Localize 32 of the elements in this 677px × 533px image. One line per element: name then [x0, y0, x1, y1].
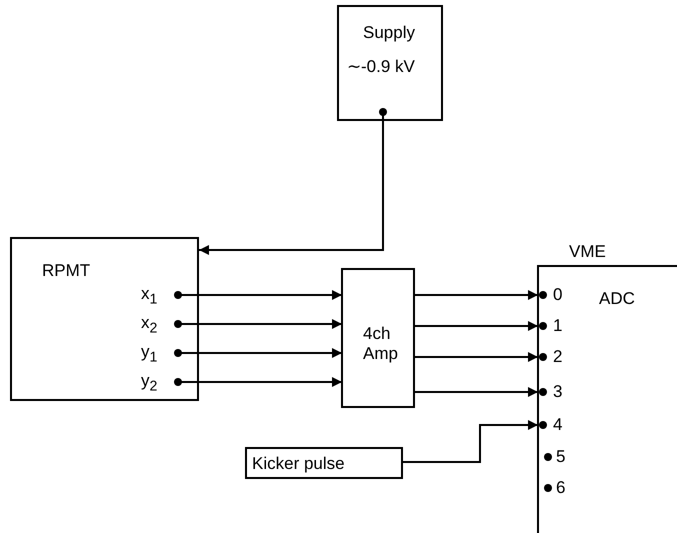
- channel-number: 5: [556, 447, 566, 467]
- signal-source-box: [245, 447, 403, 479]
- arrow: [199, 319, 342, 329]
- arrow: [403, 420, 538, 463]
- voltage-label: ∼-0.9 kV: [347, 57, 415, 77]
- arrow: [199, 121, 384, 255]
- arrow: [199, 290, 342, 300]
- arrow: [199, 348, 342, 358]
- channel-number: 6: [556, 478, 566, 498]
- arrow: [415, 387, 538, 397]
- channel-number: 3: [553, 382, 562, 402]
- pin-label: y$_{1}$: [141, 342, 158, 368]
- supply-box: [337, 5, 443, 121]
- box-title: 4ch Amp: [363, 324, 399, 364]
- pin-label: x$_{2}$: [141, 313, 158, 338]
- panel-title: VME: [569, 242, 606, 262]
- arrow: [415, 321, 538, 331]
- pin-label: y$_{2}$: [141, 371, 158, 396]
- box-title: Supply: [363, 23, 415, 43]
- channel-number: 2: [553, 347, 562, 367]
- channel-number: 0: [553, 285, 562, 305]
- box-title: RPMT: [42, 261, 90, 281]
- detector-box: [10, 237, 199, 401]
- channel-number: 1: [553, 316, 562, 336]
- arrow: [199, 377, 342, 387]
- channel-number: 4: [553, 415, 562, 435]
- amplifier-box: [341, 268, 415, 408]
- box-title: Kicker pulse: [252, 454, 345, 474]
- arrow: [415, 290, 538, 300]
- arrow: [415, 352, 538, 362]
- box-title: ADC: [599, 289, 635, 309]
- pin-label: x$_{1}$: [141, 284, 158, 310]
